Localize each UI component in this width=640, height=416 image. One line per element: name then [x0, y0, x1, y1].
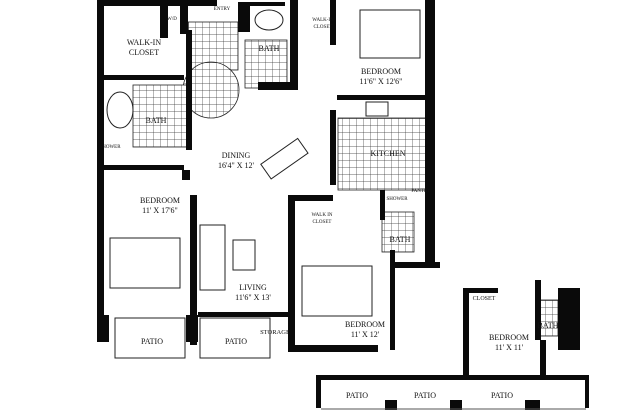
- sofa-icon: [199, 224, 226, 291]
- label-bath: BATH: [146, 116, 167, 125]
- label-bath: BATH: [538, 321, 559, 330]
- label-kitchen: KITCHEN: [370, 149, 405, 158]
- label-walk-in-closet: WALK-IN: [127, 38, 161, 47]
- label-patio: PATIO: [141, 337, 163, 346]
- label-bedroom: BEDROOM: [489, 333, 529, 342]
- kitchen-tile: [337, 117, 434, 191]
- hall-bath-tile: [244, 39, 288, 89]
- label-bedroom: BEDROOM: [140, 196, 180, 205]
- label-dining: DINING: [222, 151, 251, 160]
- label-bedroom: BEDROOM: [361, 67, 401, 76]
- patio-outline: [114, 317, 186, 359]
- mid-bath-tile: [381, 211, 415, 253]
- master-bath-tile: [132, 84, 192, 148]
- label-bath: BATH: [390, 235, 411, 244]
- bed-icon: [109, 237, 181, 289]
- label-patio: PATIO: [491, 391, 513, 400]
- stove-icon: [365, 101, 389, 117]
- label-walk-in-closet: CLOSET: [314, 25, 333, 30]
- bed-icon: [359, 9, 421, 59]
- label-bath: BATH: [259, 44, 280, 53]
- label-bedroom: BEDROOM: [345, 320, 385, 329]
- label-walk-in-closet: CLOSET: [313, 220, 332, 225]
- label-dining-size: 16'4" X 12': [218, 161, 254, 170]
- label-walk-in-closet: WALK IN: [312, 213, 333, 218]
- label-shower: SHOWER: [99, 145, 121, 150]
- label-closet: CLOSET: [473, 296, 496, 302]
- label-storage: STORAGE: [260, 329, 290, 336]
- dining-table-icon: [260, 137, 309, 180]
- coffee-table-icon: [232, 239, 256, 271]
- label-shower: SHOWER: [386, 197, 408, 202]
- bed-icon: [301, 265, 373, 317]
- bathtub-icon: [254, 9, 284, 31]
- bathtub-icon: [106, 91, 134, 129]
- label-bedroom-size: 11' X 17'6": [142, 206, 178, 215]
- label-living-size: 11'6" X 13': [235, 293, 271, 302]
- label-bedroom-size: 11' X 12': [351, 330, 380, 339]
- walls-lower: [316, 280, 589, 410]
- label-entry: ENTRY: [214, 7, 231, 12]
- label-bedroom-size: 11'6" X 12'6": [360, 77, 403, 86]
- label-patio: PATIO: [414, 391, 436, 400]
- patio-outline: [199, 317, 271, 359]
- label-living: LIVING: [239, 283, 267, 292]
- label-walk-in-closet: WALK-IN: [312, 18, 334, 23]
- label-patio: PATIO: [225, 337, 247, 346]
- label-patio: PATIO: [346, 391, 368, 400]
- label-wd: W/D: [167, 17, 177, 22]
- walls: [97, 0, 440, 352]
- label-bedroom-size: 11' X 11': [495, 343, 524, 352]
- label-pantry: PANTRY: [411, 189, 431, 194]
- label-walk-in-closet: CLOSET: [129, 48, 159, 57]
